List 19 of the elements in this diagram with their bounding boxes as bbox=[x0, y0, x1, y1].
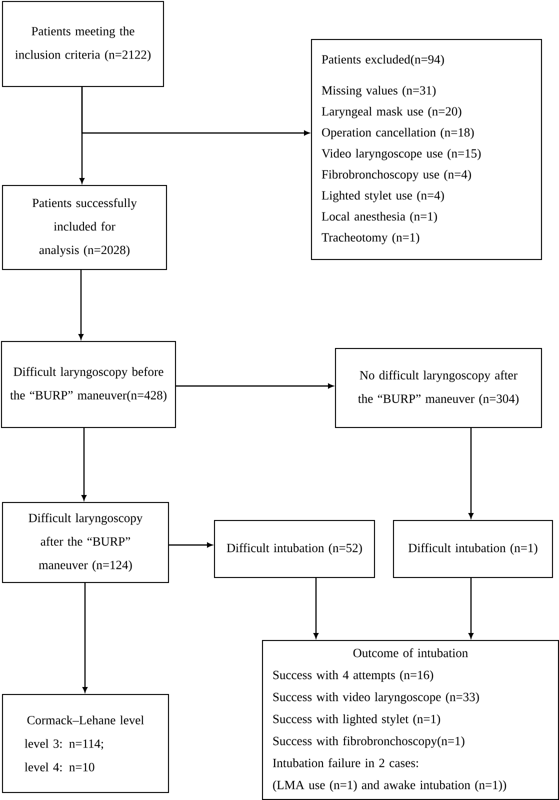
process-box: No difficult laryngoscopy after the “BURP” maneuver (n=304) bbox=[335, 348, 542, 428]
process-box: Difficult intubation (n=52) bbox=[214, 520, 375, 578]
arrow bbox=[314, 578, 318, 638]
process-box: Difficult laryngoscopy after the “BURP” maneuver (n=124) bbox=[2, 502, 169, 583]
arrow bbox=[169, 542, 212, 548]
arrow bbox=[81, 87, 310, 136]
process-box: Difficult intubation (n=1) bbox=[393, 520, 553, 578]
arrow bbox=[468, 428, 474, 518]
process-box: Patients successfully included for analysis (n=2028) bbox=[2, 185, 167, 270]
arrow bbox=[82, 583, 88, 692]
exclusion-box: Patients excluded(n=94) Missing values (n=31) Laryngeal mask use (n=20) Operation cancellation (n=18) Video laryngoscope use (n=15) Fibrobronchoscopy use (n=4) Lighted stylet use (n=4) Local anesthesia (n=1) Tracheotomy (n=1) bbox=[311, 39, 542, 260]
process-box: Difficult laryngoscopy before the “BURP” maneuver(n=428) bbox=[1, 341, 176, 428]
arrow bbox=[78, 270, 84, 340]
process-box: Patients meeting the inclusion criteria (n=2122) bbox=[2, 1, 164, 87]
arrow bbox=[82, 428, 86, 500]
arrow bbox=[468, 578, 474, 638]
result-box: Cormack–Lehane level level 3: n=114; level 4: n=10 bbox=[2, 694, 169, 793]
outcome-box: Outcome of intubation Success with 4 attempts (n=16) Success with video laryngoscope (n=33) Success with lighted stylet (n=1) Success with fibrobronchoscopy(n=1) Intubation failure in 2 cases: (LMA use (n=1) and awake intubation (n=1)) bbox=[262, 640, 559, 800]
arrow bbox=[176, 384, 334, 388]
